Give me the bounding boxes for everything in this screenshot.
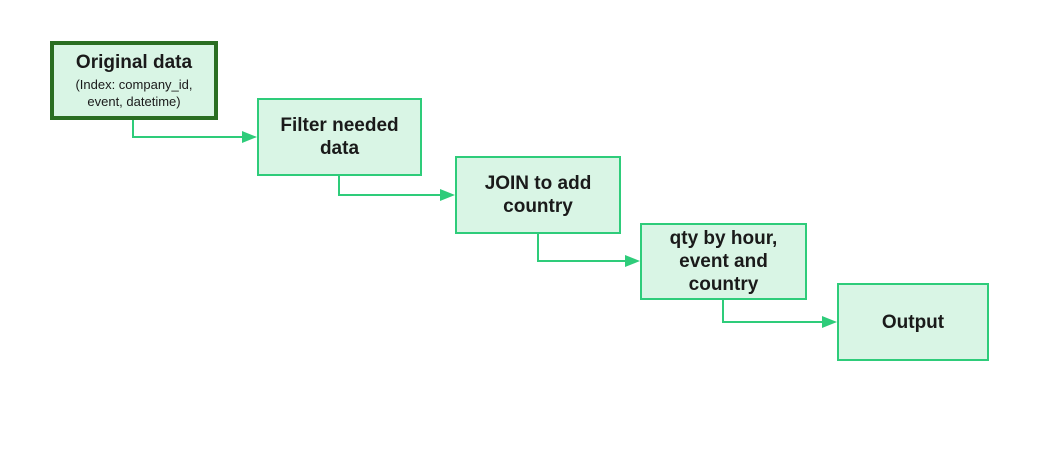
node-original-data[interactable]: Original data (Index: company_id, event,… xyxy=(50,41,218,120)
node-original-subtitle: (Index: company_id, event, datetime) xyxy=(75,77,193,109)
node-qty-aggregate[interactable]: qty by hour, event and country xyxy=(640,223,807,300)
node-filter-needed-data[interactable]: Filter needed data xyxy=(257,98,422,176)
connector-original-to-filter xyxy=(132,120,243,138)
node-output-title: Output xyxy=(881,311,945,333)
arrowhead-join xyxy=(440,189,455,201)
arrowhead-output xyxy=(822,316,837,328)
connector-qty-to-output xyxy=(722,300,823,323)
node-output[interactable]: Output xyxy=(837,283,989,361)
node-filter-title: Filter needed data xyxy=(280,115,399,159)
node-join-country[interactable]: JOIN to add country xyxy=(455,156,621,234)
connector-filter-to-join xyxy=(338,176,441,196)
node-original-title: Original data xyxy=(75,52,193,73)
node-join-title: JOIN to add country xyxy=(484,173,592,217)
connector-join-to-qty xyxy=(537,234,626,262)
arrowhead-filter xyxy=(242,131,257,143)
arrowhead-qty xyxy=(625,255,640,267)
node-qty-title: qty by hour, event and country xyxy=(669,228,778,295)
